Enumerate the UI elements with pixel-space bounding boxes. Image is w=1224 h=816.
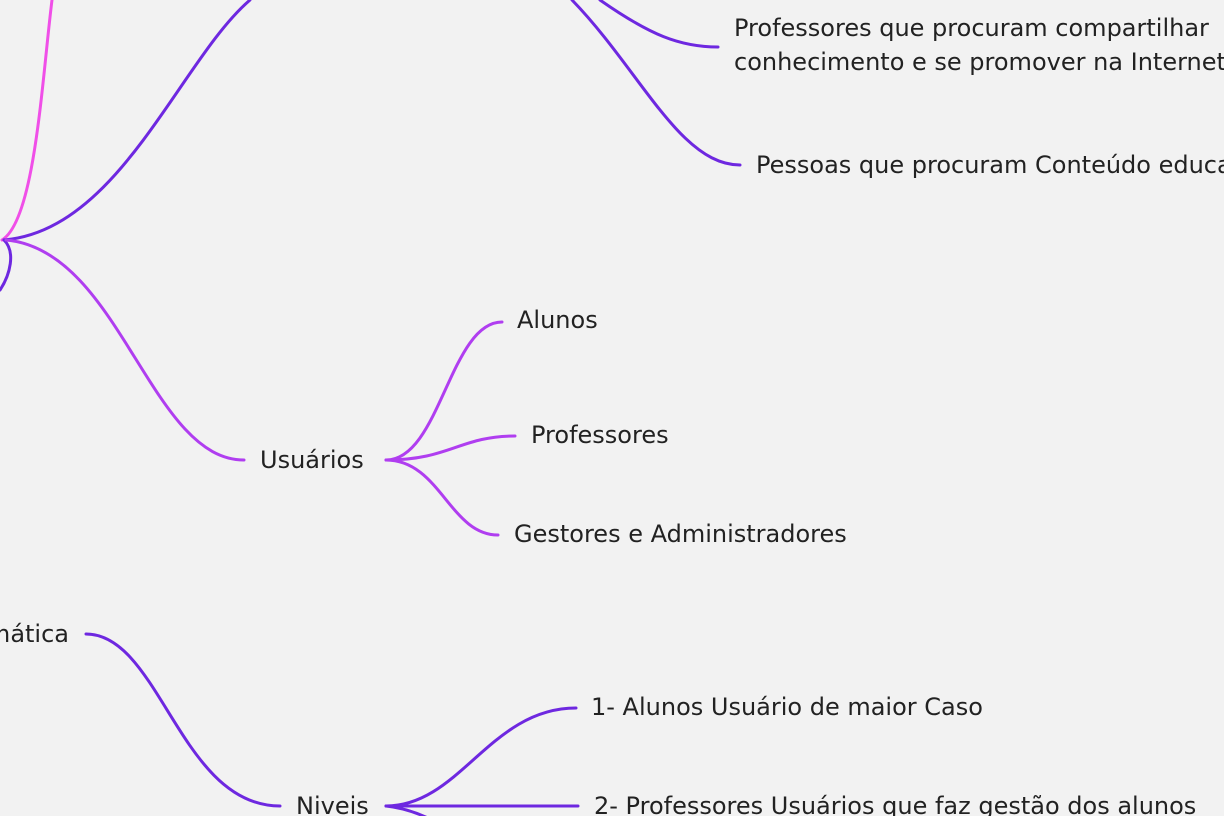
- connector-matematica-to-niveis: [84, 632, 282, 808]
- connector-usuarios-to-alunos: [384, 320, 504, 462]
- node-matematica[interactable]: Matemática: [0, 620, 69, 648]
- node-niveis[interactable]: Niveis: [296, 792, 369, 816]
- connector-to-professores-compartilhar: [598, 0, 720, 49]
- node-professores-compartilhar[interactable]: Professores que procuram compartilhar co…: [734, 11, 1224, 79]
- node-gestores[interactable]: Gestores e Administradores: [514, 520, 847, 548]
- connector-root-to-lower-left: [0, 238, 13, 292]
- connector-usuarios-to-professores: [384, 434, 517, 462]
- connector-root-to-top-pink: [0, 0, 54, 242]
- connector-niveis-to-nivel-3: [384, 804, 428, 816]
- node-nivel-1[interactable]: 1- Alunos Usuário de maior Caso: [591, 693, 983, 721]
- connector-root-to-upper-topic: [2, 0, 252, 242]
- node-nivel-2[interactable]: 2- Professores Usuários que faz gestão d…: [594, 792, 1197, 816]
- connector-niveis-to-nivel-1: [384, 706, 578, 808]
- node-professores-compartilhar-line1: Professores que procuram compartilhar: [734, 14, 1209, 42]
- node-professores[interactable]: Professores: [531, 421, 669, 449]
- node-professores-compartilhar-line2: conhecimento e se promover na Internet: [734, 48, 1224, 76]
- connector-to-pessoas-conteudo: [570, 0, 742, 167]
- connector-root-to-usuarios: [4, 238, 246, 462]
- node-usuarios[interactable]: Usuários: [260, 446, 364, 474]
- node-alunos[interactable]: Alunos: [517, 306, 598, 334]
- connector-usuarios-to-gestores: [384, 458, 500, 537]
- node-pessoas-conteudo[interactable]: Pessoas que procuram Conteúdo educativo: [756, 151, 1224, 179]
